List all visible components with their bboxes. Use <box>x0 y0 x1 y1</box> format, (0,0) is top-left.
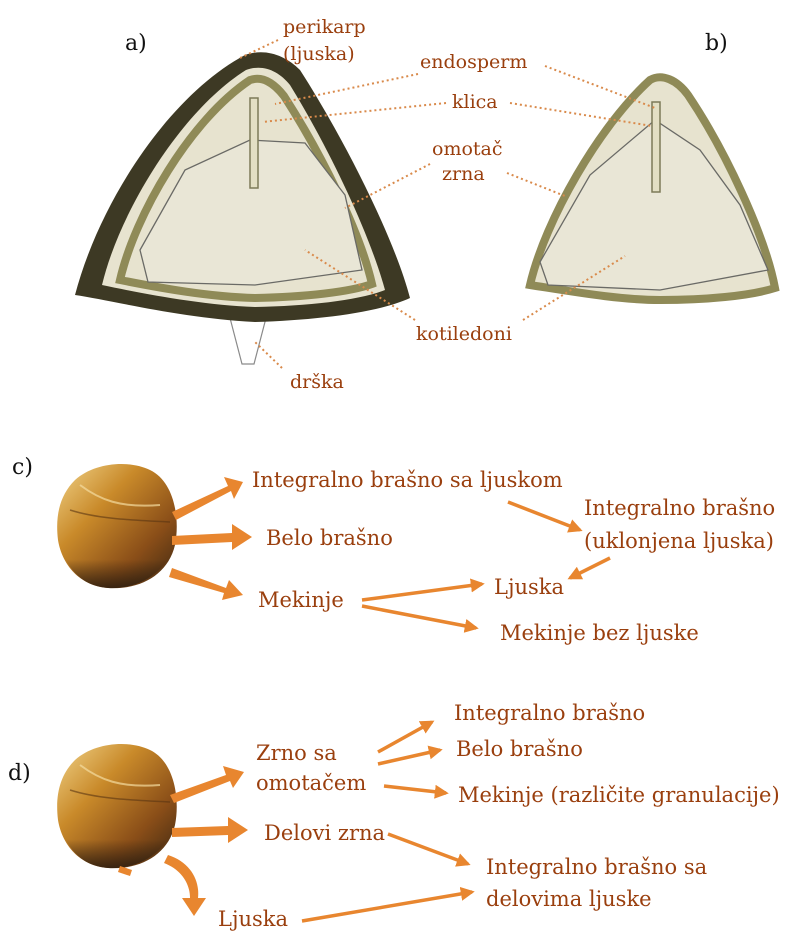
d-delovi-zrna: Delovi zrna <box>264 821 385 845</box>
label-ljuska-paren: (ljuska) <box>283 43 355 65</box>
arrow-c-integralno <box>508 502 580 530</box>
stalk-shape <box>230 318 266 364</box>
block-arrow-c-1 <box>172 477 243 520</box>
line-arrows-c <box>362 502 610 628</box>
label-endosperm: endosperm <box>420 51 527 73</box>
block-arrow-c-2 <box>172 524 252 550</box>
embryo-b <box>652 102 660 192</box>
c-integralno-sa-ljuskom: Integralno brašno sa ljuskom <box>252 468 563 492</box>
embryo-a <box>250 98 258 188</box>
block-arrows-c <box>169 477 252 600</box>
c-mekinje-bez-ljuske: Mekinje bez ljuske <box>500 621 699 645</box>
arrow-c-mekinje-ljuska <box>362 584 482 600</box>
label-omotac: omotač <box>432 138 503 160</box>
arrow-d-belo <box>378 750 440 764</box>
block-arrow-d-tail <box>118 866 132 876</box>
leader-drska <box>255 342 282 368</box>
arrow-d-mekinje <box>384 786 446 793</box>
kernel-image-c <box>57 464 177 588</box>
kernel-image-d <box>57 744 177 868</box>
d-delovima-ljuske: delovima ljuske <box>486 887 652 911</box>
c-uklonjena-ljuska: (uklonjena ljuska) <box>584 529 774 553</box>
d-integralno-brasno: Integralno brašno <box>454 701 645 725</box>
panel-label-c: c) <box>12 455 33 480</box>
arrow-d-delovi <box>388 834 468 864</box>
c-belo-brasno: Belo brašno <box>266 526 393 550</box>
panel-label-a: a) <box>125 31 147 56</box>
seed-a-with-pericarp <box>75 52 410 364</box>
d-ljuska: Ljuska <box>218 907 288 931</box>
panel-label-b: b) <box>705 31 728 56</box>
c-integralno-brasno: Integralno brašno <box>584 496 775 520</box>
block-arrow-c-3 <box>169 568 243 600</box>
seed-b-without-pericarp <box>530 77 775 300</box>
label-drska: drška <box>290 371 344 393</box>
arrow-d-integralno <box>378 722 432 752</box>
leader-omotac-b <box>507 173 565 196</box>
panel-label-d: d) <box>8 761 31 786</box>
c-ljuska: Ljuska <box>494 575 564 599</box>
d-mekinje-granulacije: Mekinje (različite granulacije) <box>458 783 780 807</box>
block-arrow-d-2 <box>172 817 248 843</box>
arrow-c-to-ljuska-right <box>570 558 610 578</box>
label-kotiledoni: kotiledoni <box>416 323 512 345</box>
block-arrow-d-1 <box>170 766 244 803</box>
label-zrna: zrna <box>442 163 485 185</box>
label-perikarp: perikarp <box>283 16 366 38</box>
d-belo-brasno: Belo brašno <box>456 737 583 761</box>
d-zrno-sa: Zrno sa <box>256 741 337 765</box>
d-omotacem: omotačem <box>256 771 366 795</box>
arrow-d-ljuska <box>302 892 472 921</box>
block-arrow-d-ljuska-curve <box>164 855 206 916</box>
arrow-c-mekinje-bez <box>362 606 476 628</box>
label-klica: klica <box>452 91 498 113</box>
d-integralno-sa: Integralno brašno sa <box>486 855 707 879</box>
c-mekinje: Mekinje <box>258 588 344 612</box>
